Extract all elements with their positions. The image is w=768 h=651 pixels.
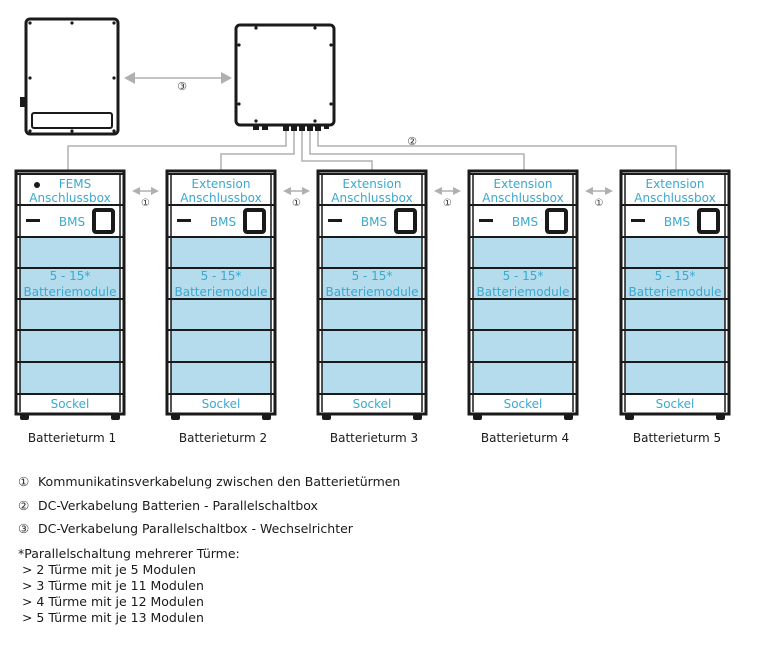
bms-label: BMS <box>59 215 85 229</box>
legend-item-2: ② DC-Verkabelung Batterien - Parallelsch… <box>18 498 318 513</box>
footnote-line: > 2 Türme mit je 5 Modulen <box>18 562 196 577</box>
base-label: Sockel <box>656 397 695 411</box>
marker-1: ① <box>595 198 604 209</box>
legend-item-1: ① Kommunikatinsverkabelung zwischen den … <box>18 474 400 489</box>
legend-num: ② <box>18 498 30 513</box>
parallel-junction-box <box>234 23 336 131</box>
modules-count-label: 5 - 15* <box>503 269 544 283</box>
status-led-icon <box>34 182 40 188</box>
indicator-icon <box>328 219 342 222</box>
footnote-line: > 5 Türme mit je 13 Modulen <box>18 610 204 625</box>
base-label: Sockel <box>51 397 90 411</box>
dc-wiring <box>67 131 677 170</box>
comm-arrow: ① <box>434 187 461 209</box>
legend-text: DC-Verkabelung Parallelschaltbox - Wechs… <box>37 521 353 536</box>
bms-label: BMS <box>664 215 690 229</box>
junction-box-label: Extension <box>646 177 705 191</box>
comm-arrow: ① <box>585 187 613 209</box>
junction-box-label-2: Anschlussbox <box>482 191 563 205</box>
marker-1: ① <box>292 198 301 209</box>
tower-caption: Batterieturm 4 <box>481 431 569 445</box>
modules-count-label: 5 - 15* <box>201 269 242 283</box>
tower-caption: Batterieturm 2 <box>179 431 267 445</box>
bms-display-icon <box>394 208 417 234</box>
base-label: Sockel <box>504 397 543 411</box>
modules-label: Batteriemodule <box>629 285 722 299</box>
junction-box-label-2: Anschlussbox <box>180 191 261 205</box>
modules-count-label: 5 - 15* <box>655 269 696 283</box>
modules-count-label: 5 - 15* <box>352 269 393 283</box>
indicator-icon <box>631 219 645 222</box>
junction-box-label-2: Anschlussbox <box>634 191 715 205</box>
bms-display-icon <box>697 208 720 234</box>
legend-text: Kommunikatinsverkabelung zwischen den Ba… <box>37 474 401 489</box>
bms-label: BMS <box>512 215 538 229</box>
bms-display-icon <box>92 208 115 234</box>
junction-box-label-2: Anschlussbox <box>331 191 412 205</box>
footnote-line: > 4 Türme mit je 12 Modulen <box>18 594 204 609</box>
marker-1: ① <box>443 198 452 209</box>
modules-label: Batteriemodule <box>326 285 419 299</box>
tower-caption: Batterieturm 3 <box>330 431 418 445</box>
footnote-line: > 3 Türme mit je 11 Modulen <box>18 578 204 593</box>
footnote: *Parallelschaltung mehrerer Türme: > 2 T… <box>18 546 240 626</box>
bms-label: BMS <box>361 215 387 229</box>
indicator-icon <box>26 219 40 222</box>
comm-arrow: ① <box>132 187 159 209</box>
bms-label: BMS <box>210 215 236 229</box>
marker-2: ② <box>407 135 417 148</box>
comm-arrow: ① <box>283 187 310 209</box>
base-label: Sockel <box>353 397 392 411</box>
inverter <box>20 17 120 136</box>
junction-box-label: Extension <box>192 177 251 191</box>
junction-box-label: Extension <box>494 177 553 191</box>
modules-count-label: 5 - 15* <box>50 269 91 283</box>
modules-label: Batteriemodule <box>477 285 570 299</box>
bms-display-icon <box>243 208 266 234</box>
tower-caption: Batterieturm 5 <box>633 431 721 445</box>
marker-3: ③ <box>177 80 187 93</box>
base-label: Sockel <box>202 397 241 411</box>
modules-label: Batteriemodule <box>175 285 268 299</box>
junction-box-label: Extension <box>343 177 402 191</box>
legend-num: ③ <box>18 521 30 536</box>
legend-text: DC-Verkabelung Batterien - Parallelschal… <box>37 498 318 513</box>
modules-label: Batteriemodule <box>24 285 117 299</box>
indicator-icon <box>177 219 191 222</box>
indicator-icon <box>479 219 493 222</box>
footnote-title: *Parallelschaltung mehrerer Türme: <box>18 546 240 561</box>
marker-1: ① <box>141 198 150 209</box>
junction-box-label: FEMS <box>59 177 91 191</box>
dc-inverter-arrow <box>124 72 232 84</box>
bms-display-icon <box>545 208 568 234</box>
junction-box-label-2: Anschlussbox <box>29 191 110 205</box>
tower-caption: Batterieturm 1 <box>28 431 116 445</box>
legend-item-3: ③ DC-Verkabelung Parallelschaltbox - Wec… <box>18 521 353 536</box>
legend-num: ① <box>18 474 30 489</box>
